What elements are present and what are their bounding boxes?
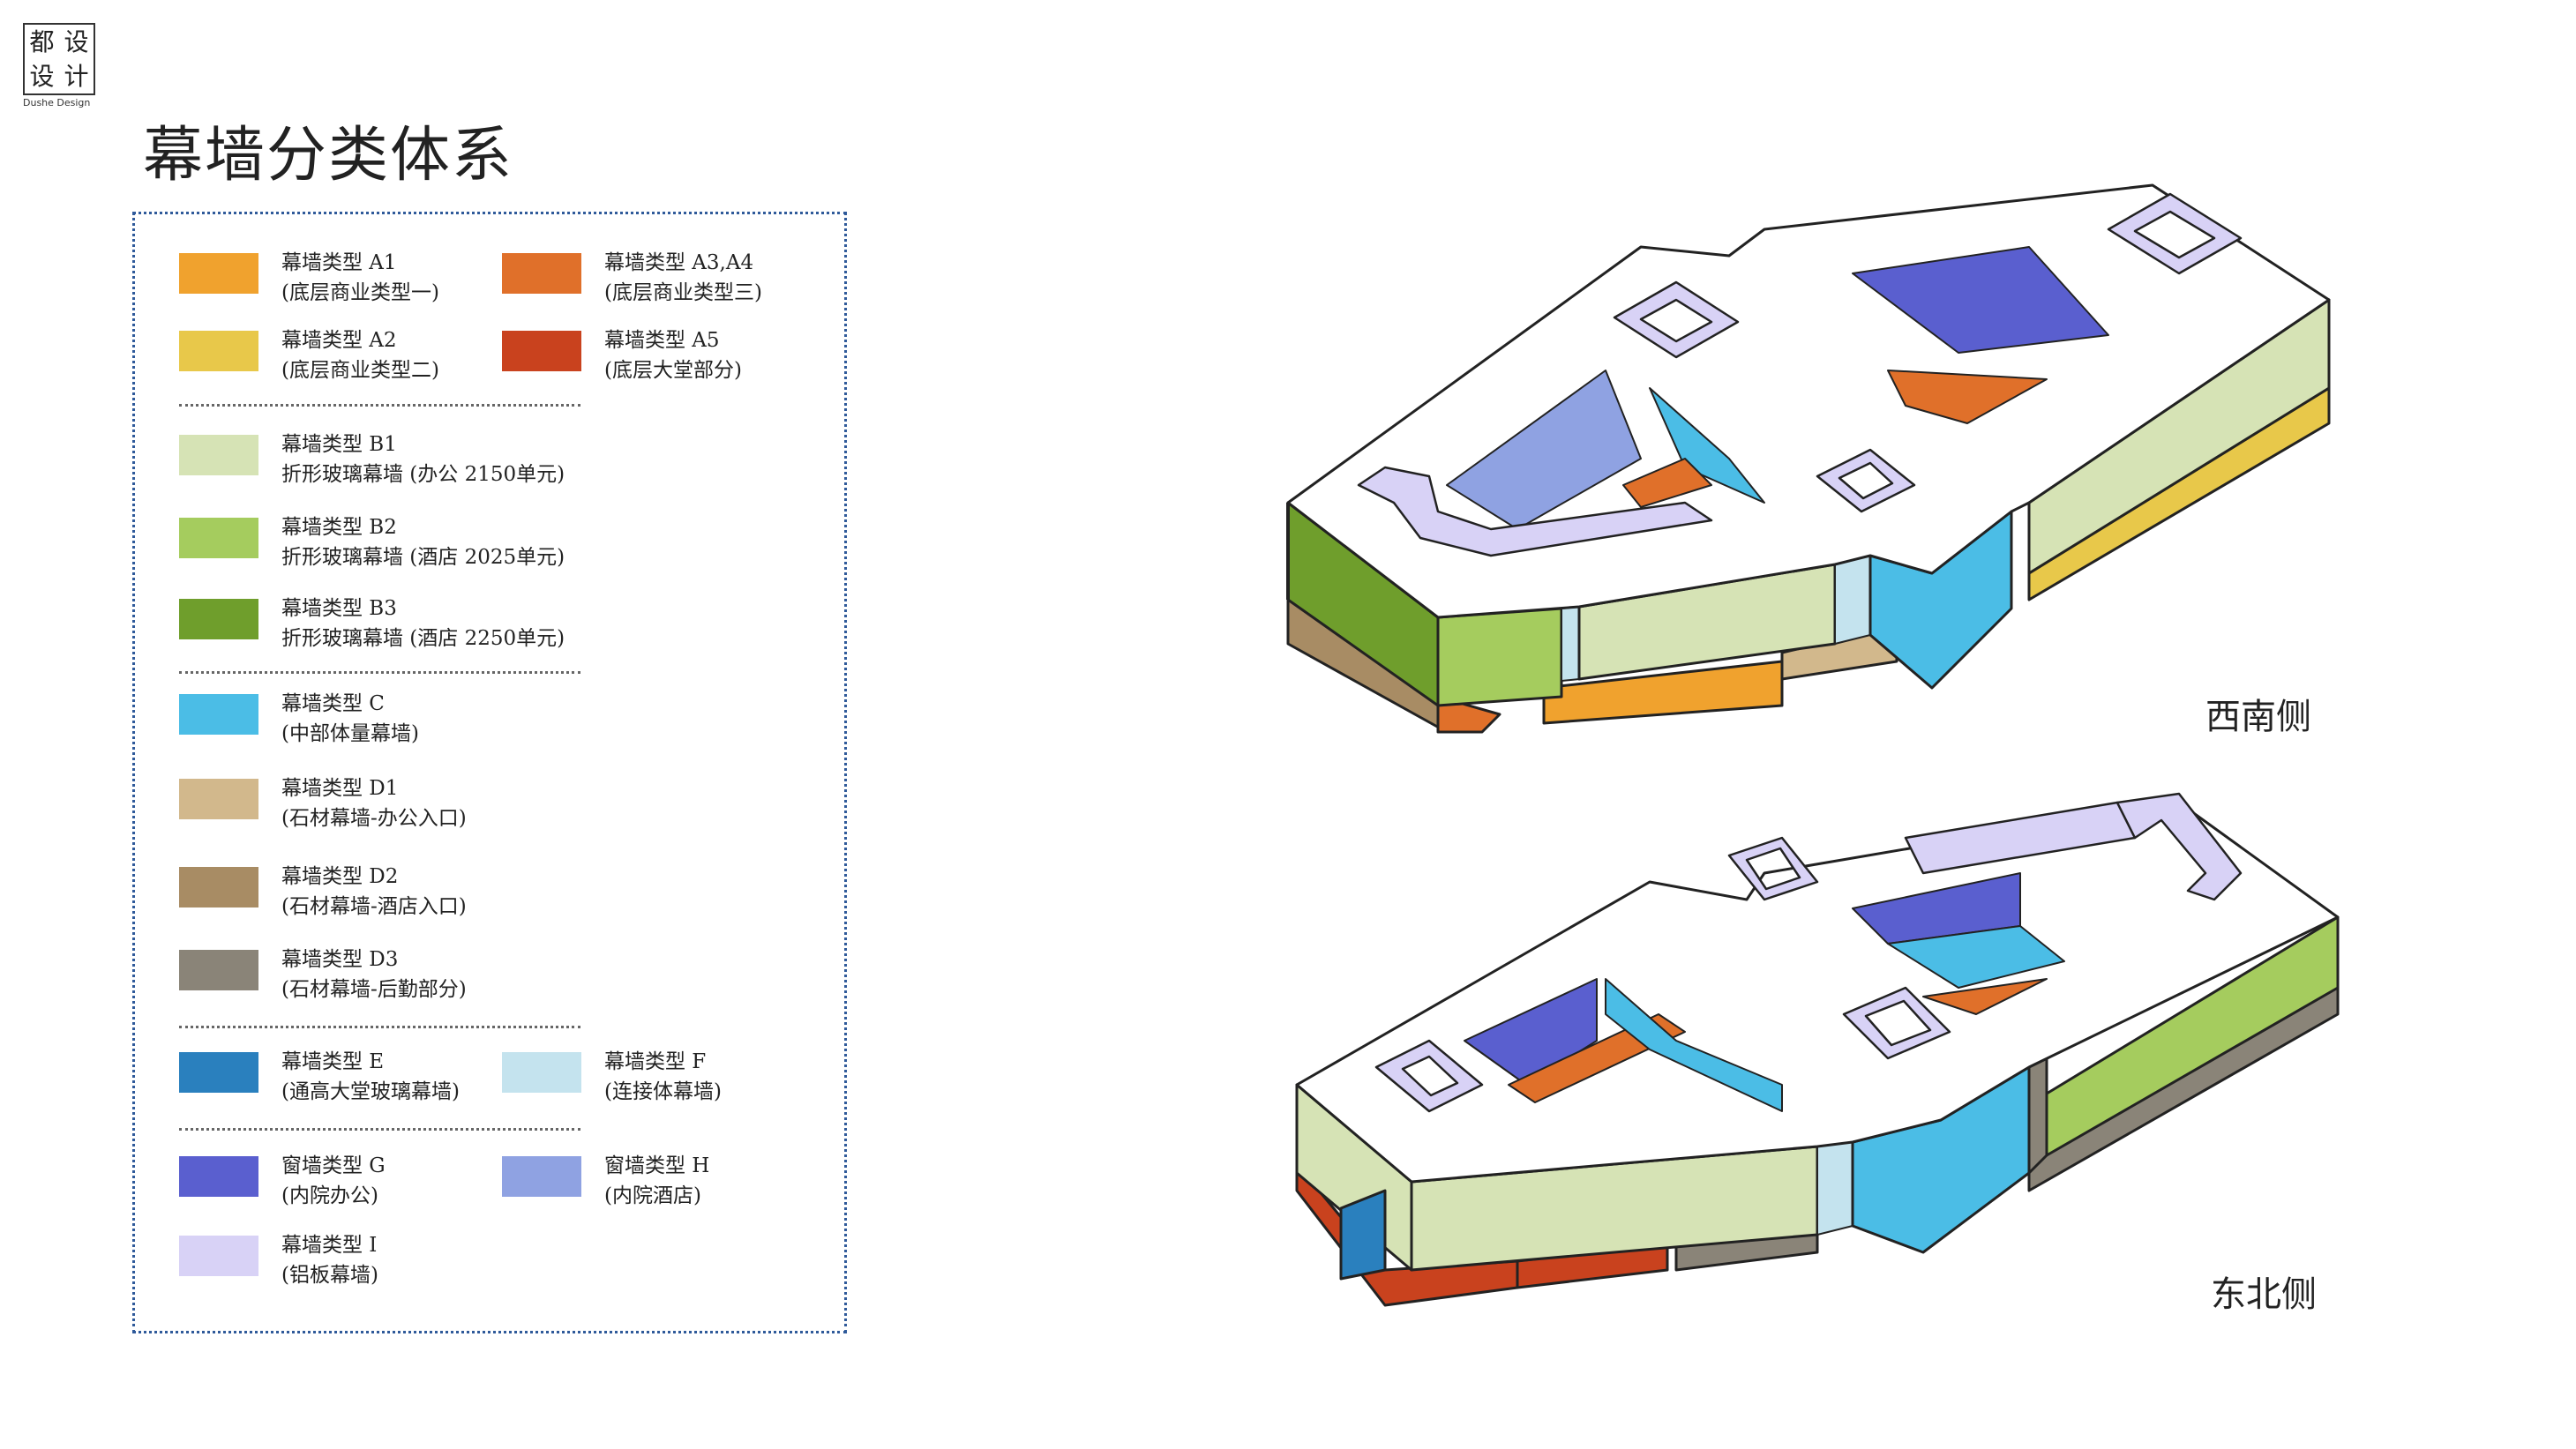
legend-swatch [179, 518, 258, 558]
northeast-building [1295, 792, 2340, 1307]
legend-item: 幕墙类型 C (中部体量幕墙) [179, 689, 419, 749]
legend-divider [179, 1026, 580, 1028]
legend-desc: (石材幕墙-办公入口) [281, 807, 467, 830]
page-title: 幕墙分类体系 [143, 121, 514, 190]
legend-divider [179, 404, 580, 407]
axonometric-drawings [1286, 183, 2340, 1307]
legend-divider [179, 1128, 580, 1131]
legend-item: 幕墙类型 B1 折形玻璃幕墙 (办公 2150单元) [179, 429, 565, 489]
legend-swatch [502, 1052, 581, 1093]
legend-item: 幕墙类型 B2 折形玻璃幕墙 (酒店 2025单元) [179, 512, 565, 572]
legend-item: 幕墙类型 A5 (底层大堂部分) [502, 325, 742, 385]
legend-item: 幕墙类型 D1 (石材幕墙-办公入口) [179, 773, 467, 833]
legend-divider [179, 671, 580, 674]
legend-desc: (铝板幕墙) [281, 1264, 378, 1287]
view-label-northeast: 东北侧 [2211, 1274, 2317, 1315]
legend-desc: (内院酒店) [604, 1184, 701, 1207]
legend-type: 幕墙类型 A3,A4 [604, 251, 754, 274]
legend-type: 幕墙类型 B1 [281, 433, 397, 456]
legend-type: 幕墙类型 D3 [281, 948, 399, 971]
legend-item: 幕墙类型 A3,A4 (底层商业类型三) [502, 248, 762, 308]
legend-desc: 折形玻璃幕墙 (酒店 2025单元) [281, 546, 565, 569]
legend-swatch [502, 1156, 581, 1197]
logo-subtitle: Dushe Design [23, 97, 91, 108]
legend-type: 幕墙类型 B2 [281, 516, 397, 539]
legend-item: 幕墙类型 D3 (石材幕墙-后勤部分) [179, 945, 467, 1005]
legend-swatch [179, 867, 258, 907]
legend-swatch [502, 331, 581, 371]
roof-northeast [1295, 801, 2340, 1184]
legend-swatch [502, 253, 581, 294]
legend-type: 幕墙类型 B3 [281, 597, 397, 620]
legend-desc: (连接体幕墙) [604, 1080, 722, 1103]
roof-southwest [1286, 183, 2331, 619]
legend-item: 窗墙类型 G (内院办公) [179, 1151, 386, 1211]
legend-swatch [179, 331, 258, 371]
legend-item: 幕墙类型 B3 折形玻璃幕墙 (酒店 2250单元) [179, 594, 565, 654]
legend-swatch [179, 950, 258, 990]
legend-panel: 幕墙类型 A1 (底层商业类型一) 幕墙类型 A3,A4 (底层商业类型三) 幕墙类… [132, 212, 847, 1333]
legend-type: 幕墙类型 A1 [281, 251, 397, 274]
legend-type: 幕墙类型 D2 [281, 865, 399, 888]
legend-desc: (底层大堂部分) [604, 359, 742, 382]
view-label-southwest: 西南侧 [2205, 697, 2311, 737]
legend-item: 窗墙类型 H (内院酒店) [502, 1151, 709, 1211]
legend-item: 幕墙类型 A1 (底层商业类型一) [179, 248, 439, 308]
logo: 都 设 设 计 [23, 23, 95, 95]
legend-desc: (底层商业类型一) [281, 281, 439, 304]
legend-type: 幕墙类型 A2 [281, 329, 397, 352]
legend-item: 幕墙类型 I (铝板幕墙) [179, 1230, 378, 1290]
legend-item: 幕墙类型 A2 (底层商业类型二) [179, 325, 439, 385]
logo-char: 都 [29, 27, 55, 56]
legend-swatch [179, 779, 258, 819]
logo-char: 计 [64, 62, 89, 91]
legend-desc: (石材幕墙-后勤部分) [281, 978, 467, 1001]
legend-desc: (内院办公) [281, 1184, 378, 1207]
legend-item: 幕墙类型 E (通高大堂玻璃幕墙) [179, 1047, 460, 1107]
logo-char: 设 [29, 62, 55, 91]
legend-type: 窗墙类型 H [604, 1154, 710, 1177]
logo-char: 设 [64, 27, 89, 56]
legend-desc: (底层商业类型二) [281, 359, 439, 382]
legend-desc: 折形玻璃幕墙 (办公 2150单元) [281, 463, 565, 486]
legend-swatch [179, 1156, 258, 1197]
legend-desc: (底层商业类型三) [604, 281, 762, 304]
legend-type: 幕墙类型 C [281, 692, 385, 715]
legend-type: 幕墙类型 E [281, 1050, 385, 1073]
legend-item: 幕墙类型 F (连接体幕墙) [502, 1047, 722, 1107]
legend-swatch [179, 694, 258, 735]
legend-desc: (通高大堂玻璃幕墙) [281, 1080, 460, 1103]
legend-type: 窗墙类型 G [281, 1154, 386, 1177]
legend-type: 幕墙类型 A5 [604, 329, 720, 352]
legend-item: 幕墙类型 D2 (石材幕墙-酒店入口) [179, 862, 467, 922]
legend-desc: (中部体量幕墙) [281, 722, 419, 745]
legend-type: 幕墙类型 I [281, 1234, 378, 1257]
legend-swatch [179, 253, 258, 294]
legend-desc: (石材幕墙-酒店入口) [281, 895, 467, 918]
legend-swatch [179, 599, 258, 639]
southwest-building [1286, 183, 2331, 734]
legend-desc: 折形玻璃幕墙 (酒店 2250单元) [281, 627, 565, 650]
legend-type: 幕墙类型 F [604, 1050, 707, 1073]
legend-type: 幕墙类型 D1 [281, 777, 399, 800]
legend-swatch [179, 435, 258, 475]
legend-swatch [179, 1052, 258, 1093]
legend-swatch [179, 1236, 258, 1276]
